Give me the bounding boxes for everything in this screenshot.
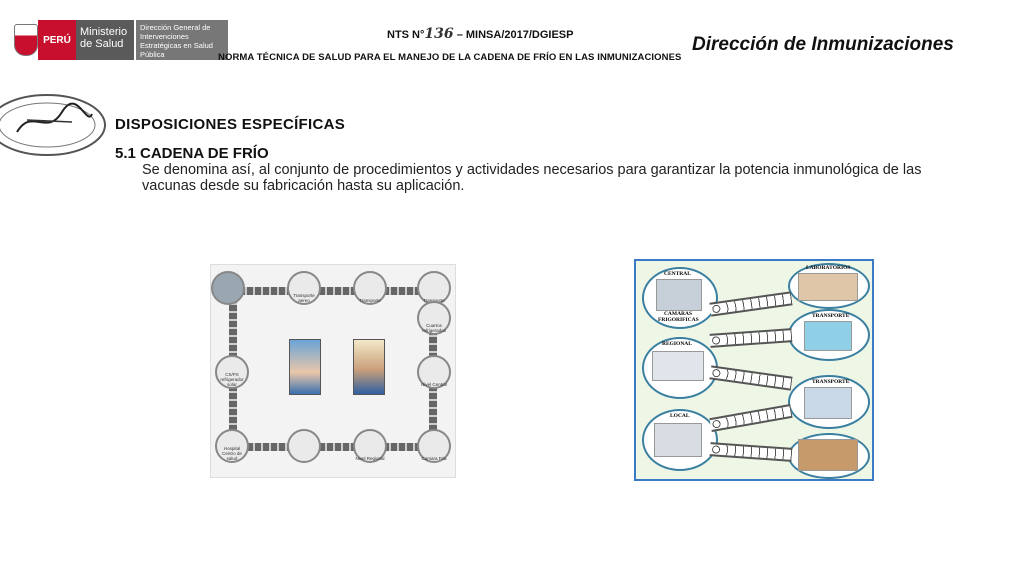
coat-of-arms-icon	[14, 24, 38, 56]
cold-chain-levels-figure: CENTRAL CAMARAS FRIGORIFICAS REGIONAL LO…	[634, 259, 874, 481]
chain-link	[709, 365, 793, 391]
local-fridge-image	[654, 423, 702, 457]
node-central: Nivel Central	[417, 355, 451, 389]
vaccination-photo-1	[289, 339, 321, 395]
subsection-title: 5.1 CADENA DE FRÍO	[115, 145, 269, 162]
chain-link	[709, 328, 793, 348]
nts-code: NTS N°136 – MINSA/2017/DGIESP	[387, 26, 573, 42]
official-seal-icon	[0, 94, 106, 156]
logo-office: Dirección General de Intervenciones Estr…	[136, 20, 228, 60]
nts-suffix: – MINSA/2017/DGIESP	[456, 29, 574, 41]
node-hospital: Hospital Centro de salud	[215, 429, 249, 463]
logo-country: PERÚ	[38, 20, 76, 60]
transport-box-image-1	[804, 321, 852, 351]
label-camaras: CAMARAS FRIGORIFICAS	[658, 311, 699, 323]
transport-box-image-2	[804, 387, 852, 419]
label-laboratorios: LABORATORIOS	[806, 265, 851, 271]
nts-number: 136	[424, 26, 454, 42]
minsa-logo: PERÚ Ministerio de Salud Dirección Gener…	[14, 20, 228, 60]
node-transport-1: Transporte	[353, 271, 387, 305]
vaccination-photo-2	[353, 339, 385, 395]
cold-chain-loop-figure: Transporte aereo Transporte Transporte C…	[210, 264, 456, 478]
chain-link	[709, 442, 793, 462]
label-regional: REGIONAL	[662, 341, 692, 347]
node-cold-rooms: Cuartos refrigerados	[417, 301, 451, 335]
node-lab	[211, 271, 245, 305]
nts-prefix: NTS N°	[387, 29, 425, 41]
node-transport-2: Transporte	[417, 271, 451, 305]
chain-link	[709, 291, 793, 317]
label-central: CENTRAL	[664, 271, 691, 277]
label-transporte-2: TRANSPORTE	[812, 379, 850, 385]
vaccination-image	[798, 439, 858, 471]
norma-title: NORMA TÉCNICA DE SALUD PARA EL MANEJO DE…	[218, 52, 682, 63]
direccion-title: Dirección de Inmunizaciones	[692, 34, 954, 55]
label-transporte-1: TRANSPORTE	[812, 313, 850, 319]
node-solar-fridge: CS/PS refrigerador solar	[215, 355, 249, 389]
cold-room-image	[656, 279, 702, 311]
node-transport-air: Transporte aereo	[287, 271, 321, 305]
node-cold-chamber: Camara Fria	[417, 429, 451, 463]
logo-ministry: Ministerio de Salud	[76, 20, 134, 60]
regional-fridge-image	[652, 351, 704, 381]
lab-image	[798, 273, 858, 301]
chain-link	[709, 403, 793, 433]
section-title: DISPOSICIONES ESPECÍFICAS	[115, 116, 346, 133]
paragraph-text: Se denomina así, al conjunto de procedim…	[142, 162, 922, 194]
node-transport-3	[287, 429, 321, 463]
definition-paragraph: Se denomina así, al conjunto de procedim…	[142, 162, 932, 194]
node-regional: Nivel Regional	[353, 429, 387, 463]
label-local: LOCAL	[670, 413, 690, 419]
